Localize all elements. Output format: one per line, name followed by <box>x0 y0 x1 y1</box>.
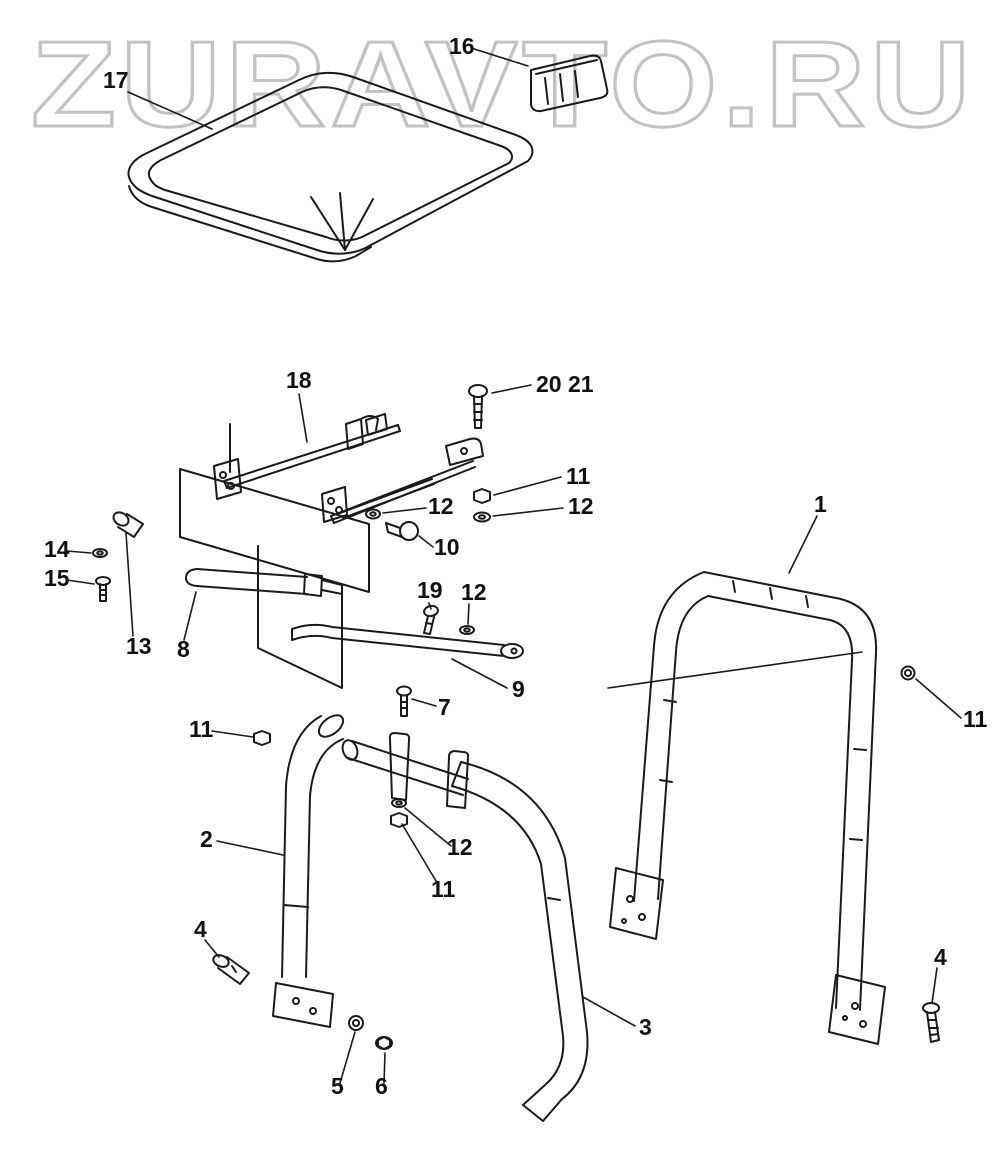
callout-5: 5 <box>331 1073 344 1099</box>
callout-4-a: 4 <box>194 916 207 942</box>
washer-part-12-right <box>459 625 475 635</box>
callout-19: 19 <box>417 577 443 603</box>
callout-17: 17 <box>103 67 129 93</box>
leader-9 <box>451 658 508 689</box>
callout-20-21: 20 21 <box>536 371 594 397</box>
washer-part-12-mid <box>365 508 381 520</box>
callout-labels: 17 16 18 20 21 11 12 12 10 14 15 13 8 19… <box>44 33 988 1099</box>
nut-part-11-top <box>473 488 491 504</box>
leader-4-a <box>204 939 220 958</box>
leader-1 <box>788 515 818 574</box>
leader-11-a <box>493 476 562 496</box>
bolt-part-4-left <box>212 954 250 985</box>
leader-16 <box>470 47 529 67</box>
rear-frame-part-1 <box>609 571 886 1045</box>
nut-part-6 <box>375 1036 393 1050</box>
callout-15: 15 <box>44 565 70 591</box>
nut-part-11-left <box>253 730 271 746</box>
front-left-bar-part-2 <box>272 714 345 1028</box>
leader-12-a <box>492 507 564 517</box>
leader-3 <box>582 996 636 1027</box>
mount-rail-assembly <box>179 413 524 689</box>
leader-long-line <box>607 651 863 689</box>
callout-7: 7 <box>438 694 451 720</box>
leader-13 <box>125 532 134 637</box>
nut-part-11-right <box>900 665 916 681</box>
leader-14 <box>66 550 92 554</box>
washer-part-14 <box>92 548 108 558</box>
cross-tube <box>341 732 470 809</box>
bolt-part-4-right <box>922 1002 940 1043</box>
callout-11-a: 11 <box>566 463 591 489</box>
callout-1: 1 <box>814 491 827 517</box>
leader-17 <box>127 91 213 130</box>
bolt-part-20-21 <box>468 384 488 429</box>
leader-lines <box>66 47 962 1084</box>
leader-18 <box>298 393 308 443</box>
callout-12-c: 12 <box>461 579 487 605</box>
leader-12-c <box>467 603 470 625</box>
callout-9: 9 <box>512 676 525 702</box>
callout-12-b: 12 <box>428 493 454 519</box>
leader-11-c <box>211 730 254 738</box>
leader-11-b <box>915 678 962 719</box>
callout-16: 16 <box>449 33 475 59</box>
callout-11-b: 11 <box>963 706 988 732</box>
leader-2 <box>216 840 284 856</box>
nut-part-11-bottom <box>390 812 408 828</box>
diagram-linework <box>66 47 962 1122</box>
leader-19 <box>428 602 432 610</box>
callout-4-b: 4 <box>934 944 947 970</box>
callout-11-c: 11 <box>189 716 214 742</box>
leader-20-21 <box>491 384 532 394</box>
bolt-part-13 <box>112 511 144 538</box>
callout-10: 10 <box>434 534 460 560</box>
leader-15 <box>66 579 95 585</box>
callout-14: 14 <box>44 536 70 562</box>
callout-8: 8 <box>177 636 190 662</box>
leader-12-b <box>382 507 427 514</box>
watermark-text: ZURAVTO.RU <box>31 16 975 152</box>
leader-7 <box>411 698 437 707</box>
leader-8 <box>183 591 197 641</box>
leader-4-b <box>931 967 938 1004</box>
front-right-bar-part-3 <box>451 761 589 1122</box>
leader-6 <box>383 1052 386 1084</box>
callout-12-a: 12 <box>568 493 594 519</box>
callout-6: 6 <box>375 1073 388 1099</box>
callout-13: 13 <box>126 633 152 659</box>
leader-5 <box>339 1031 356 1084</box>
callout-3: 3 <box>639 1014 652 1040</box>
bolt-part-15 <box>95 576 111 602</box>
callout-18: 18 <box>286 367 312 393</box>
strip-part-16 <box>530 54 609 113</box>
callout-12-d: 12 <box>447 834 473 860</box>
bolt-part-10 <box>385 521 419 541</box>
leader-10 <box>418 535 434 548</box>
callout-11-d: 11 <box>431 876 456 902</box>
leader-11-d <box>401 823 440 887</box>
leader-12-d <box>404 807 452 847</box>
callout-2: 2 <box>200 826 213 852</box>
washer-part-12-top <box>473 511 491 523</box>
bolt-part-7 <box>396 685 412 717</box>
washer-part-5 <box>348 1015 364 1031</box>
canopy-part-17 <box>127 71 534 263</box>
